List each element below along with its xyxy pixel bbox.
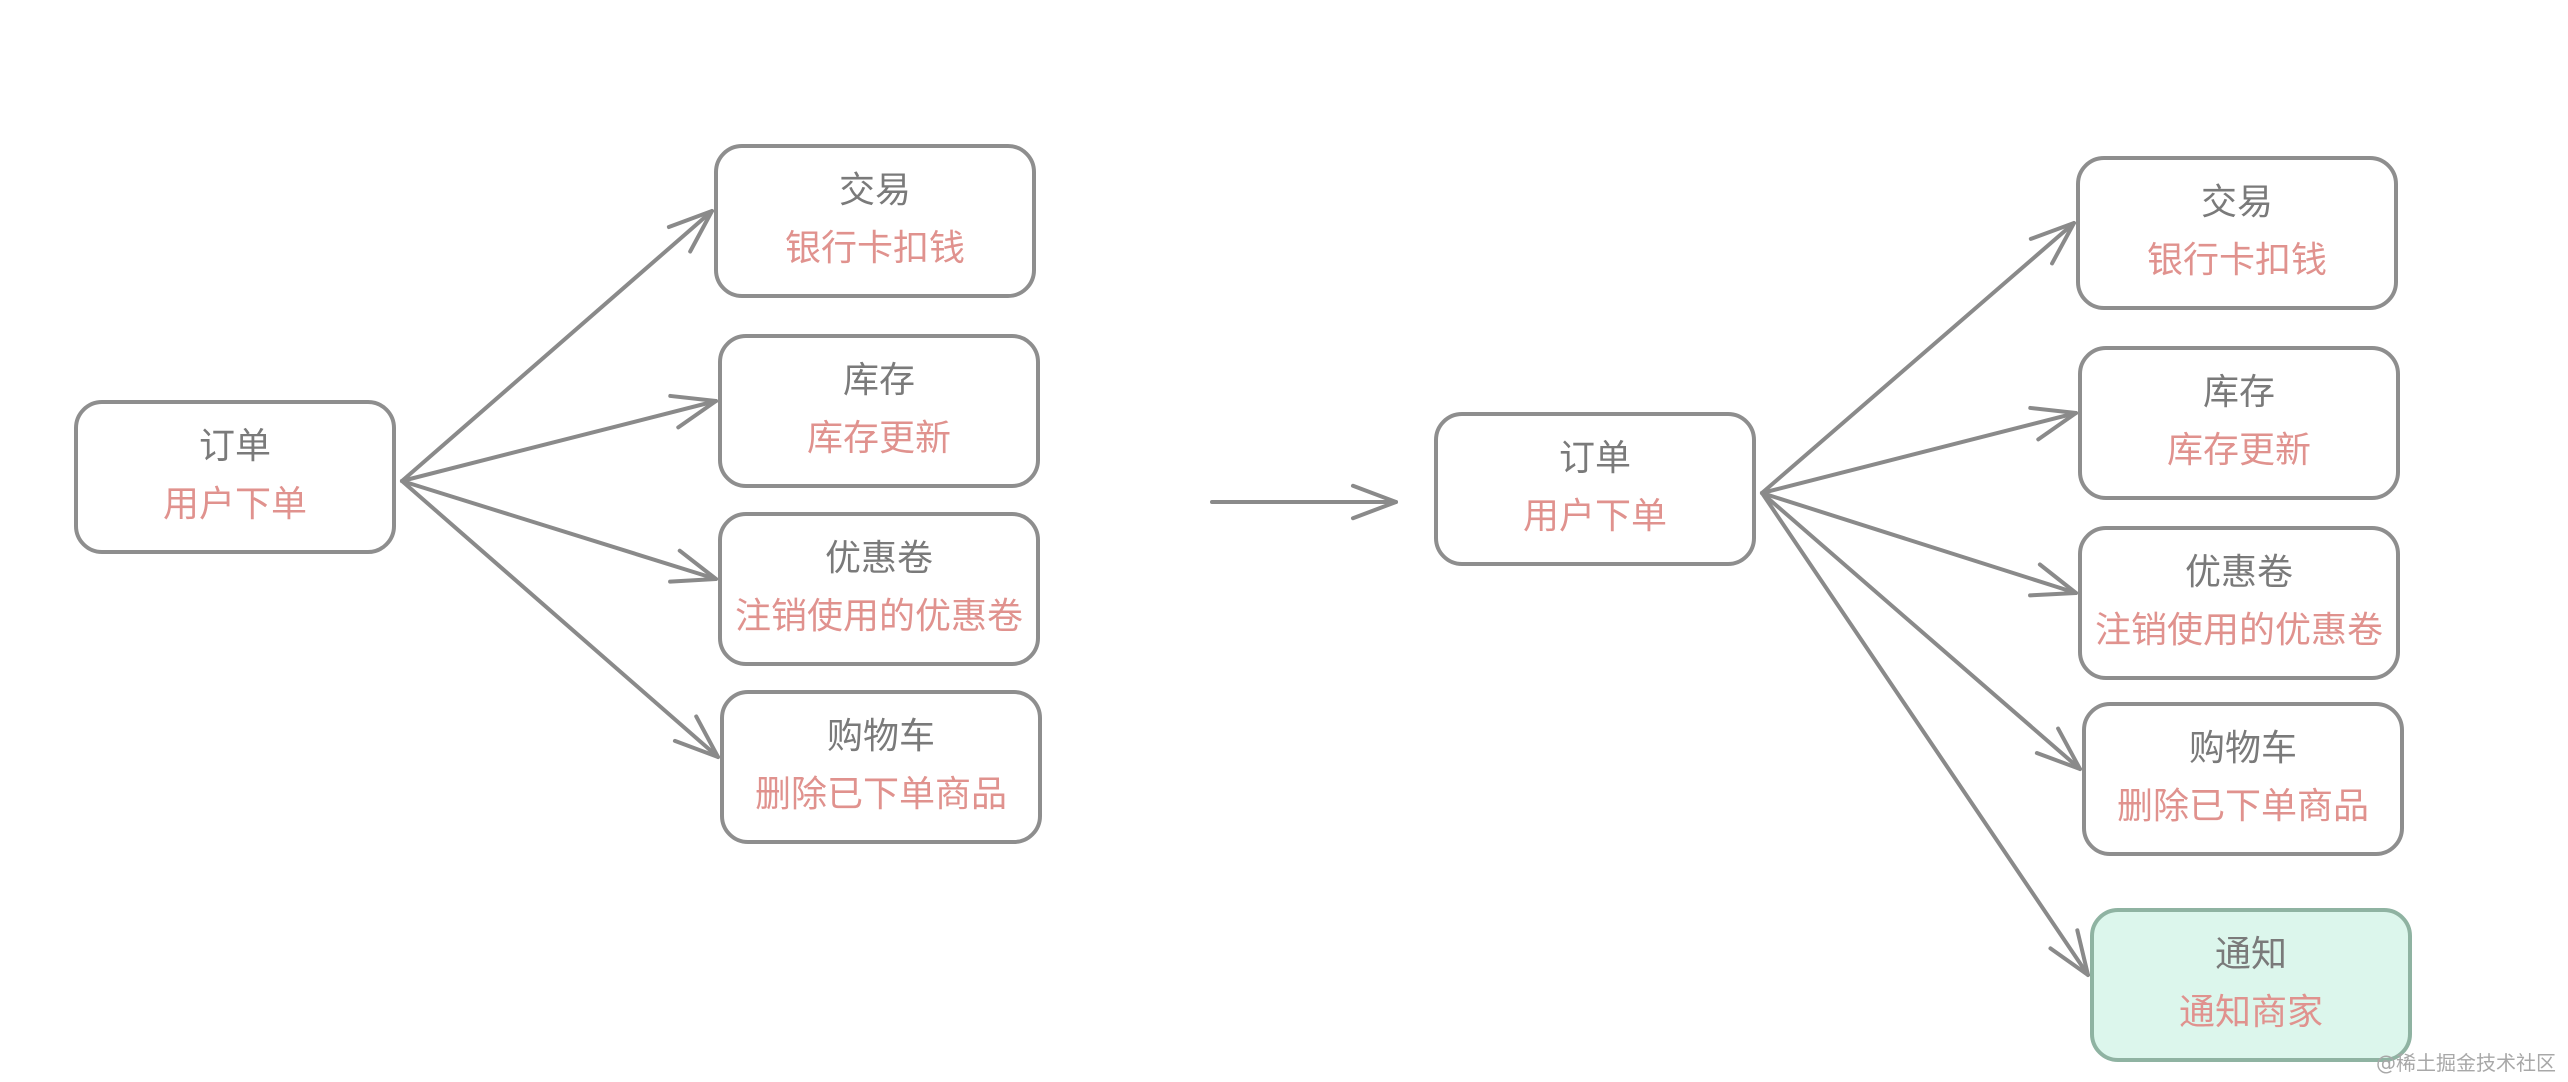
node-title: 通知 <box>2215 934 2287 975</box>
node-subtitle: 库存更新 <box>807 418 951 459</box>
node-subtitle: 用户下单 <box>163 484 307 525</box>
node-title: 购物车 <box>827 716 935 757</box>
left_group-arrow-1 <box>400 393 718 483</box>
node-subtitle: 库存更新 <box>2167 430 2311 471</box>
node-subtitle: 通知商家 <box>2179 992 2323 1033</box>
watermark: @稀土掘金技术社区 <box>2376 1051 2556 1075</box>
node-box <box>718 512 1040 666</box>
node-title: 交易 <box>839 170 911 211</box>
node-title: 优惠卷 <box>825 538 933 579</box>
right_group-arrow-2 <box>1760 491 2078 598</box>
left_group-arrow-2 <box>400 479 718 584</box>
node-box <box>718 334 1040 488</box>
node-subtitle: 银行卡扣钱 <box>2147 240 2327 281</box>
right_group-arrow-4 <box>1760 491 2090 977</box>
transition-arrow <box>1210 483 1398 521</box>
node-title: 优惠卷 <box>2185 552 2293 593</box>
node-title: 购物车 <box>2189 728 2297 769</box>
left_group-arrow-0 <box>400 209 714 483</box>
node-box <box>1434 412 1756 566</box>
node-subtitle: 删除已下单商品 <box>755 774 1007 815</box>
node-box <box>2078 526 2400 680</box>
node-box <box>2078 346 2400 500</box>
arrows-layer <box>400 209 2090 977</box>
node-box <box>2082 702 2404 856</box>
node-box <box>74 400 396 554</box>
right_group-arrow-0 <box>1760 221 2076 495</box>
node-title: 库存 <box>843 360 915 401</box>
node-box <box>720 690 1042 844</box>
right_group-arrow-1 <box>1760 405 2078 495</box>
node-subtitle: 注销使用的优惠卷 <box>735 596 1023 637</box>
node-title: 订单 <box>199 426 271 467</box>
node-subtitle: 删除已下单商品 <box>2117 786 2369 827</box>
node-title: 库存 <box>2203 372 2275 413</box>
node-subtitle: 银行卡扣钱 <box>785 228 965 269</box>
node-box <box>2076 156 2398 310</box>
nodes-layer: 订单用户下单交易银行卡扣钱库存库存更新优惠卷注销使用的优惠卷购物车删除已下单商品… <box>74 144 2412 1062</box>
node-title: 订单 <box>1559 438 1631 479</box>
right_group-arrow-3 <box>1760 491 2082 771</box>
node-title: 交易 <box>2201 182 2273 223</box>
node-box <box>714 144 1036 298</box>
node-subtitle: 用户下单 <box>1523 496 1667 537</box>
left_group-arrow-3 <box>400 479 720 759</box>
node-box <box>2090 908 2412 1062</box>
node-subtitle: 注销使用的优惠卷 <box>2095 610 2383 651</box>
